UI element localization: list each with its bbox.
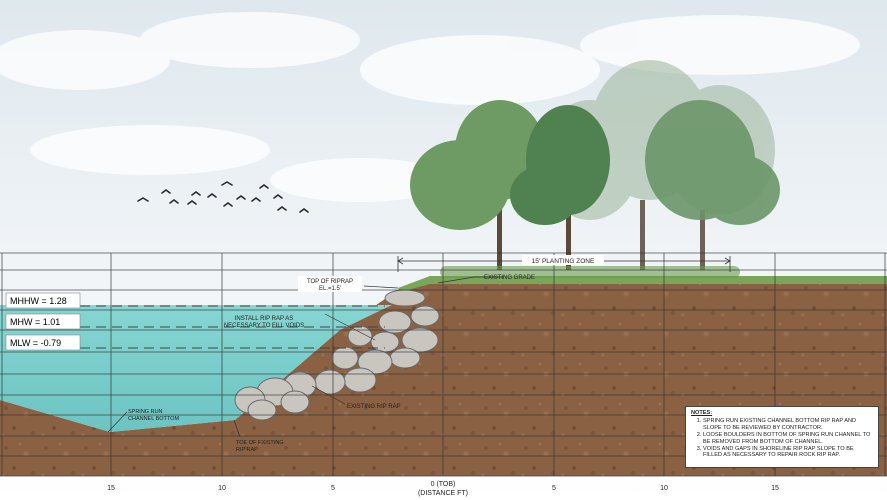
notes-box: NOTES: SPRING RUN EXISTING CHANNEL BOTTO… [685,406,879,468]
planting-zone-label: 15' PLANTING ZONE [532,258,595,265]
water-level-lines [80,305,385,349]
top-of-riprap-elevation: EL.=1.5' [319,286,341,292]
existing-grade-label: EXISTING GRADE [484,275,535,281]
install-riprap-label-2: NECESSARY TO FILL VOIDS [224,323,304,329]
tick-10-left: 10 [218,485,226,492]
mhw-label: MHW = 1.01 [10,317,60,327]
grass-tufts [440,266,740,278]
mhhw-label: MHHW = 1.28 [10,296,67,306]
tick-15-left: 15 [107,485,115,492]
tick-15-right: 15 [771,485,779,492]
water-body [0,305,392,432]
x-axis: 15 10 5 0 (TOB) (DISTANCE FT) 5 10 15 [107,481,779,497]
existing-riprap-label: EXISTING RIP RAP [347,404,401,410]
water-level-labels: MHHW = 1.28 MHW = 1.01 MLW = -0.79 [5,292,81,351]
channel-bottom-label: CHANNEL BOTTOM [128,416,179,422]
install-riprap-label: INSTALL RIP RAP AS [235,316,293,322]
notes-list: SPRING RUN EXISTING CHANNEL BOTTOM RIP R… [691,418,873,458]
trees [410,60,780,270]
grid [0,252,887,477]
birds-flock [137,181,309,213]
clouds [0,12,860,202]
axis-label: (DISTANCE FT) [418,490,468,497]
callout-leaders [107,276,504,438]
note-item: LOOSE BOULDERS IN BOTTOM OF SPRING RUN C… [703,432,873,445]
note-item: SPRING RUN EXISTING CHANNEL BOTTOM RIP R… [703,418,873,431]
tick-10-right: 10 [660,485,668,492]
grass-strip [398,276,887,292]
note-item: VOIDS AND GAPS IN SHORELINE RIP RAP SLOP… [703,446,873,459]
tick-5-left: 5 [331,485,335,492]
tick-5-right: 5 [552,485,556,492]
notes-title: NOTES: [691,410,713,416]
tick-0-tob: 0 (TOB) [431,481,456,488]
toe-of-riprap-label-2: RIP RAP [236,447,258,453]
toe-of-riprap-label: TOE OF EXISTING [236,440,284,446]
mlw-label: MLW = -0.79 [10,338,61,348]
top-of-riprap-label: TOP OF RIPRAP [307,279,353,285]
spring-run-label: SPRING RUN [128,409,163,415]
